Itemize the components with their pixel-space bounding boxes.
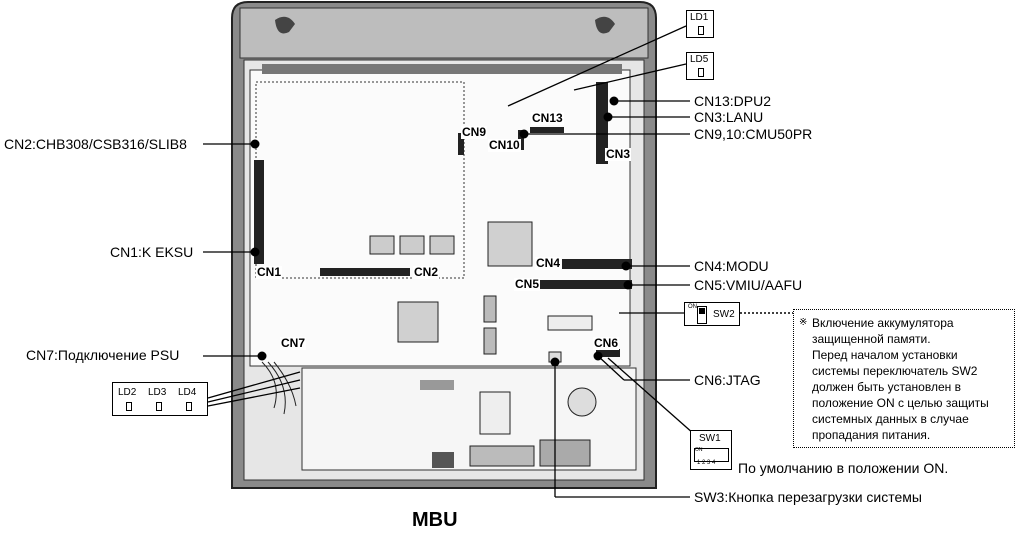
leds-ld2-ld4-box: LD2 LD3 LD4 [112,382,208,416]
led-ld5-icon [698,68,704,77]
board-label-cn6: CN6 [593,336,620,350]
sw2-on-label: ON [688,304,697,310]
board-label-cn7: CN7 [280,336,307,350]
led-ld5-box: LD5 [686,52,714,80]
sw2-switch-icon [697,306,707,324]
sw2-note-box: ※ Включение аккумулятора защищенной памя… [793,309,1015,448]
note-line: защищенной памяти. [812,332,931,346]
led-ld4-icon [186,402,192,411]
led-ld3-icon [156,402,162,411]
label-sw3: SW3:Кнопка перезагрузки системы [694,489,922,505]
sw1-dip-icon [694,448,729,462]
board-label-cn2: CN2 [413,265,440,279]
board-label-cn9: CN9 [461,125,488,139]
board-label-cn10: CN10 [488,138,521,152]
label-cn6: CN6:JTAG [694,372,761,388]
label-cn3: CN3:LANU [694,109,764,125]
note-line: положение ON с целью защиты [812,396,989,410]
led-ld1-label: LD1 [690,12,709,23]
note-star: ※ [799,317,808,328]
led-ld2-icon [126,402,132,411]
note-line: должен быть установлен в [812,380,961,394]
sw1-on-label: ON [695,447,703,453]
note-line: Перед началом установки [812,348,958,362]
sw2-label: SW2 [713,309,735,320]
led-ld5-label: LD5 [690,54,709,65]
board-label-cn5: CN5 [514,277,541,291]
board-label-cn4: CN4 [535,256,562,270]
diagram-title: MBU [412,509,458,531]
sw1-default-text: По умолчанию в положении ON. [738,460,949,476]
led-ld1-icon [698,26,704,35]
led-ld4-label: LD4 [178,387,197,398]
note-line: системы переключатель SW2 [812,364,978,378]
board-label-cn1: CN1 [256,265,283,279]
sw1-label: SW1 [699,433,721,444]
board-label-cn13: CN13 [531,111,564,125]
label-cn13: CN13:DPU2 [694,93,772,109]
label-cn1: CN1:K EKSU [110,244,194,260]
led-ld2-label: LD2 [118,387,137,398]
sw2-box: ON SW2 [684,302,740,326]
label-cn2: CN2:CHB308/CSB316/SLIB8 [4,136,187,152]
label-cn7: CN7:Подключение PSU [26,347,180,363]
led-ld3-label: LD3 [148,387,167,398]
note-line: пропадания питания. [812,428,931,442]
led-ld1-box: LD1 [686,10,714,38]
label-cn9-10: CN9,10:CMU50PR [694,126,813,142]
label-cn4: CN4:MODU [694,258,769,274]
sw1-box: SW1 ON 1 2 3 4 [690,430,732,470]
label-cn5: CN5:VMIU/AAFU [694,277,803,293]
note-line: Включение аккумулятора [812,316,954,330]
board-label-cn3: CN3 [605,147,632,161]
sw1-digits: 1 2 3 4 [697,460,716,466]
note-line: системных данных в случае [812,412,969,426]
